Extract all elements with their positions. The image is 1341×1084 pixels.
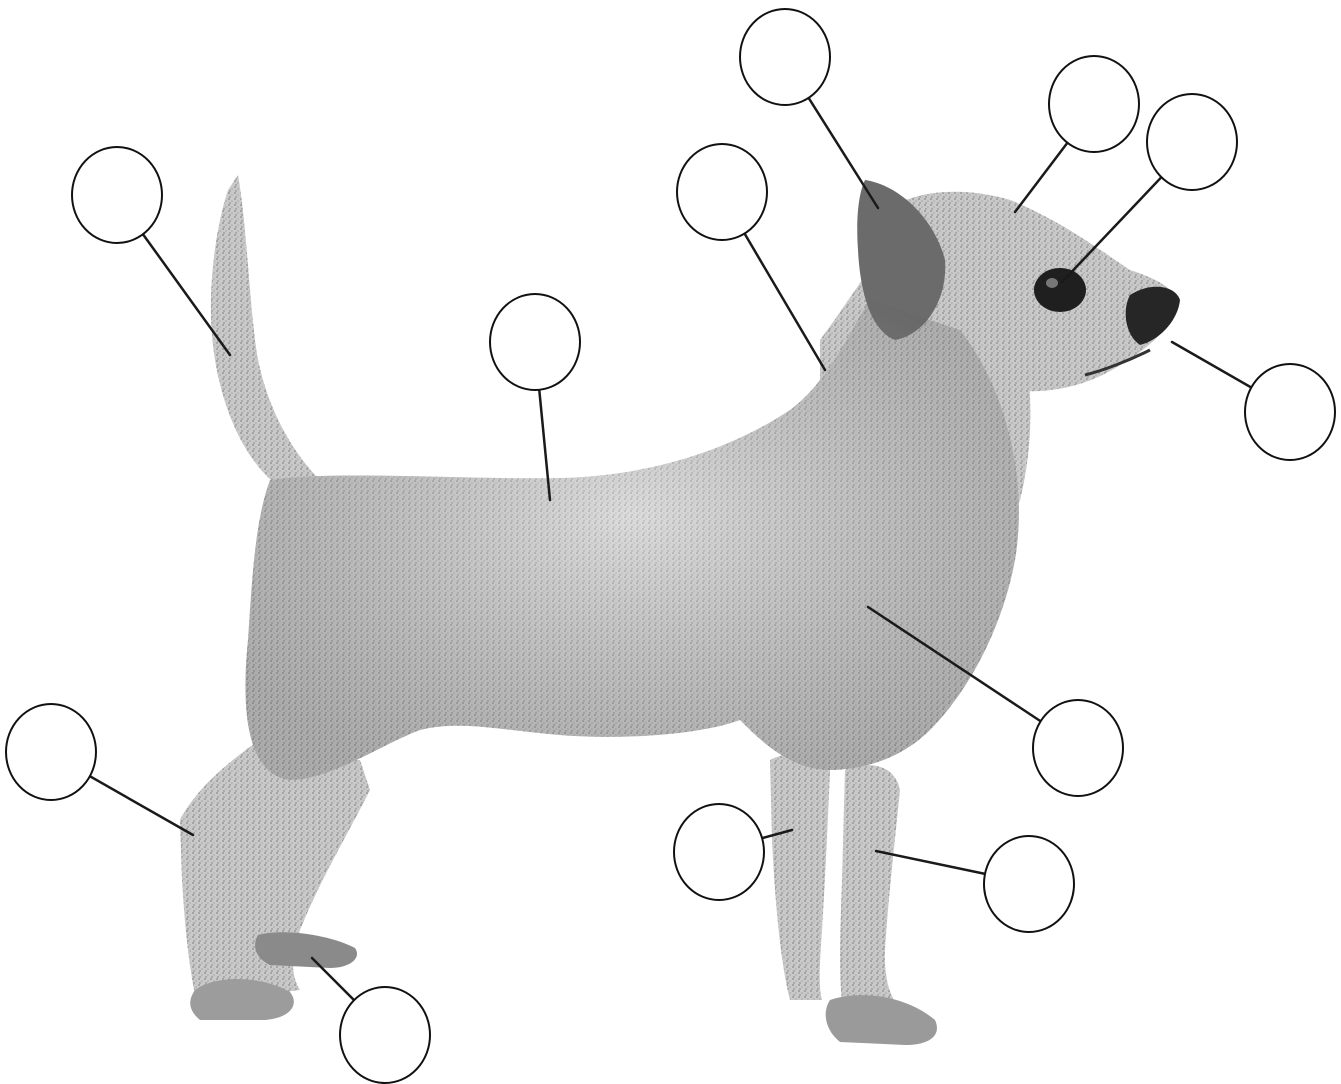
leader-line-ear xyxy=(809,98,878,208)
dog-foreleg-front xyxy=(840,765,905,1020)
callout-circle-shoulder[interactable] xyxy=(1033,700,1123,796)
callout-circle-eye[interactable] xyxy=(1147,94,1237,190)
leader-line-hock xyxy=(90,776,193,835)
callout-circle-neck[interactable] xyxy=(677,144,767,240)
callout-circle-hock[interactable] xyxy=(6,704,96,800)
callout-circle-foreleg[interactable] xyxy=(984,836,1074,932)
dog-nose xyxy=(1126,287,1180,345)
callout-circle-elbow[interactable] xyxy=(674,804,764,900)
dog-tail xyxy=(211,175,320,495)
callout-circle-ear[interactable] xyxy=(740,9,830,105)
callout-circle-tail[interactable] xyxy=(72,147,162,243)
callout-circle-skull[interactable] xyxy=(1049,56,1139,152)
dog-eye-highlight xyxy=(1046,278,1058,288)
callout-circle-hind-foot[interactable] xyxy=(340,987,430,1083)
dog-foreleg-back xyxy=(770,753,830,1000)
callout-circle-nose[interactable] xyxy=(1245,364,1335,460)
dog-hind-paw-front xyxy=(255,932,357,968)
leader-line-skull xyxy=(1015,143,1067,212)
leader-line-nose xyxy=(1172,342,1251,388)
dog-eye xyxy=(1034,268,1086,312)
callout-circle-back[interactable] xyxy=(490,294,580,390)
dog-front-paw xyxy=(826,995,937,1045)
leader-line-neck xyxy=(745,234,825,370)
dog-shading xyxy=(245,300,1018,780)
